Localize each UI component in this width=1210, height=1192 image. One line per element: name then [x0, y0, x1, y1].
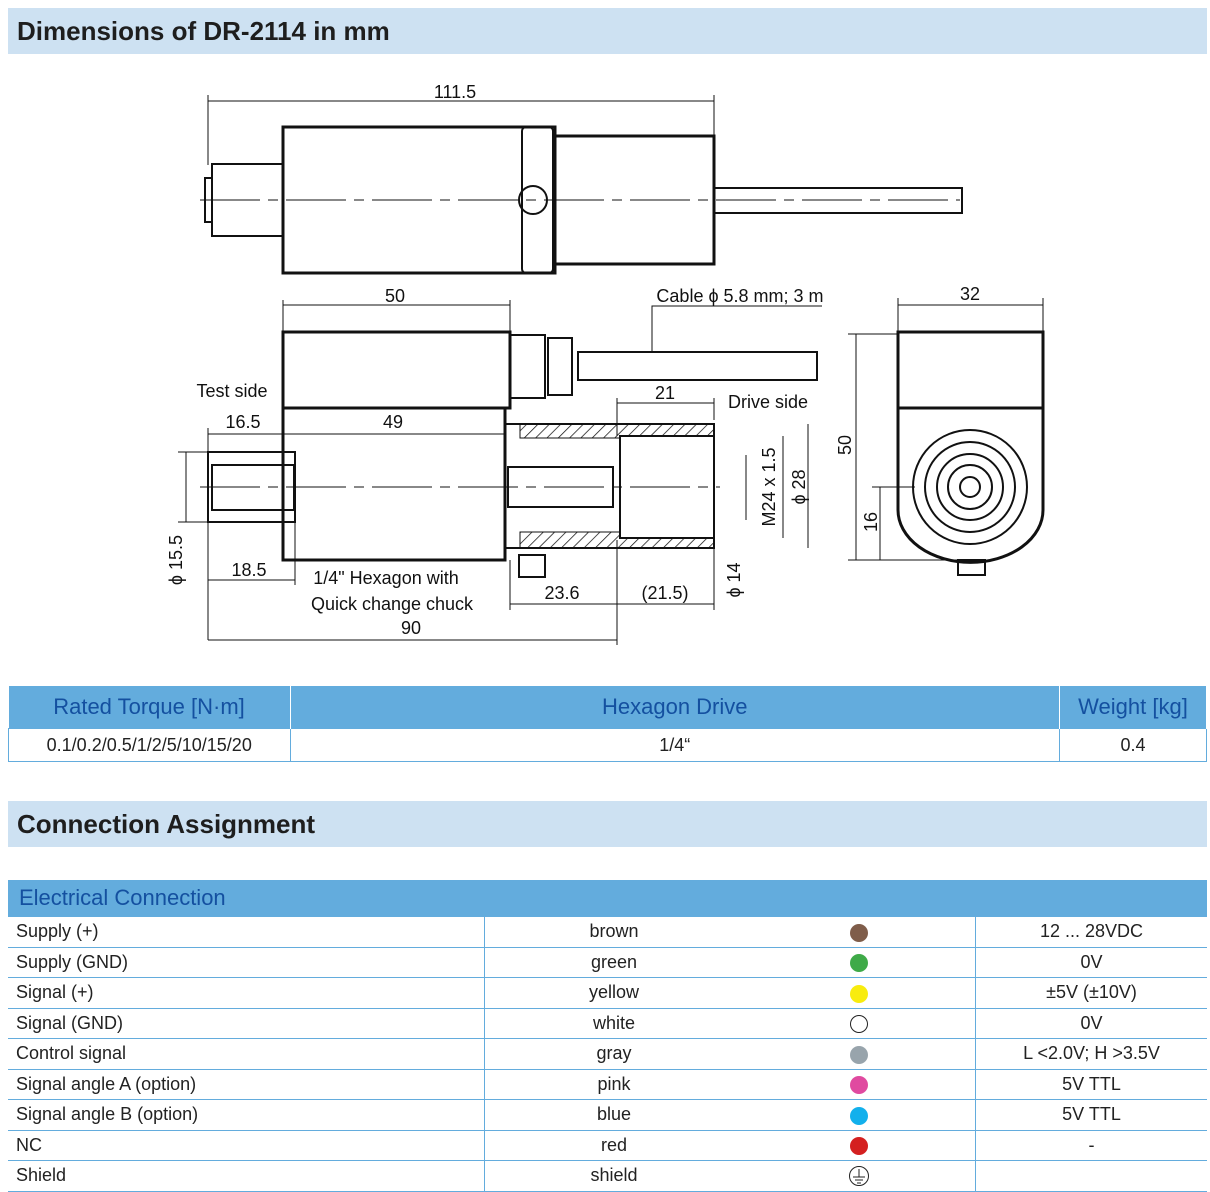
- signal-value: ±5V (±10V): [975, 977, 1207, 1009]
- rated-torque-value: 0.1/0.2/0.5/1/2/5/10/15/20: [8, 728, 291, 762]
- signal-name: NC: [8, 1129, 485, 1161]
- svg-text:49: 49: [383, 412, 403, 432]
- svg-text:23.6: 23.6: [544, 583, 579, 603]
- signal-value: 12 ... 28VDC: [975, 916, 1207, 948]
- table-row: Signal angle B (option) blue 5V TTL: [8, 1099, 1207, 1131]
- signal-name: Signal (+): [8, 977, 485, 1009]
- table-row: NC red -: [8, 1129, 1207, 1161]
- svg-text:16.5: 16.5: [225, 412, 260, 432]
- svg-text:Drive side: Drive side: [728, 392, 808, 412]
- color-swatch: [850, 954, 868, 972]
- svg-text:18.5: 18.5: [231, 560, 266, 580]
- color-swatch: [850, 923, 868, 942]
- end-view: [896, 330, 1045, 576]
- svg-text:32: 32: [960, 284, 980, 304]
- signal-value: 0V: [975, 946, 1207, 978]
- connection-title: Connection Assignment: [8, 801, 1207, 847]
- color-cell: [743, 1068, 976, 1100]
- svg-text:50: 50: [835, 435, 855, 455]
- svg-text:ϕ 15.5: ϕ 15.5: [166, 535, 186, 585]
- svg-text:ϕ 14: ϕ 14: [724, 562, 744, 597]
- table-row: Signal (GND) white 0V: [8, 1007, 1207, 1039]
- color-cell: [743, 977, 976, 1009]
- wire-color: yellow: [484, 977, 743, 1009]
- wire-color: green: [484, 946, 743, 978]
- wire-color: shield: [484, 1160, 743, 1192]
- wire-color: gray: [484, 1038, 743, 1070]
- ground-icon: [849, 1165, 869, 1186]
- svg-text:50: 50: [385, 286, 405, 306]
- dim-lines: [178, 95, 1044, 645]
- dimension-labels: 111.5 50 Cable ϕ 5.8 mm; 3 m 32 Test sid…: [166, 82, 980, 638]
- wire-color: brown: [484, 916, 743, 948]
- signal-name: Shield: [8, 1160, 485, 1192]
- dimensions-title: Dimensions of DR-2114 in mm: [8, 8, 1207, 54]
- table-row: Shield shield: [8, 1160, 1207, 1192]
- color-cell: [743, 946, 976, 978]
- color-swatch: [850, 1045, 868, 1064]
- wire-color: red: [484, 1129, 743, 1161]
- color-cell: [743, 1160, 976, 1192]
- svg-text:21: 21: [655, 383, 675, 403]
- header-rated-torque: Rated Torque [N·m]: [8, 686, 291, 729]
- color-swatch: [850, 1106, 868, 1125]
- table-row: Supply (+) brown 12 ... 28VDC: [8, 916, 1207, 948]
- electrical-header: Electrical Connection: [8, 880, 1207, 917]
- table-row: Signal angle A (option) pink 5V TTL: [8, 1068, 1207, 1100]
- svg-text:(21.5): (21.5): [641, 583, 688, 603]
- signal-name: Control signal: [8, 1038, 485, 1070]
- hexagon-drive-value: 1/4“: [289, 728, 1060, 762]
- svg-text:90: 90: [401, 618, 421, 638]
- color-cell: [743, 1038, 976, 1070]
- signal-name: Supply (GND): [8, 946, 485, 978]
- signal-name: Signal angle B (option): [8, 1099, 485, 1131]
- signal-value: [975, 1160, 1207, 1192]
- signal-name: Supply (+): [8, 916, 485, 948]
- color-cell: [743, 1099, 976, 1131]
- dimension-drawing: 111.5 50 Cable ϕ 5.8 mm; 3 m 32 Test sid…: [166, 82, 1045, 645]
- svg-text:Cable ϕ 5.8 mm; 3 m: Cable ϕ 5.8 mm; 3 m: [656, 286, 823, 306]
- signal-name: Signal (GND): [8, 1007, 485, 1039]
- signal-name: Signal angle A (option): [8, 1068, 485, 1100]
- header-weight: Weight [kg]: [1059, 686, 1207, 729]
- table-row: Signal (+) yellow ±5V (±10V): [8, 977, 1207, 1009]
- side-view: [200, 330, 818, 578]
- spec-table: Rated Torque [N·m] Hexagon Drive Weight …: [8, 686, 1207, 762]
- svg-text:Test side: Test side: [196, 381, 267, 401]
- color-swatch: [850, 984, 868, 1003]
- svg-text:Quick change chuck: Quick change chuck: [311, 594, 474, 614]
- wire-color: white: [484, 1007, 743, 1039]
- wire-color: blue: [484, 1099, 743, 1131]
- signal-value: L <2.0V; H >3.5V: [975, 1038, 1207, 1070]
- table-row: Supply (GND) green 0V: [8, 946, 1207, 978]
- signal-value: -: [975, 1129, 1207, 1161]
- wire-color: pink: [484, 1068, 743, 1100]
- svg-text:16: 16: [861, 512, 881, 532]
- color-swatch: [850, 1137, 868, 1155]
- header-hexagon-drive: Hexagon Drive: [290, 686, 1060, 729]
- color-cell: [743, 1129, 976, 1161]
- svg-text:ϕ 28: ϕ 28: [789, 469, 809, 504]
- weight-value: 0.4: [1059, 728, 1207, 762]
- svg-text:M24 x 1.5: M24 x 1.5: [759, 447, 779, 526]
- color-swatch: [850, 1076, 868, 1094]
- table-row: Control signal gray L <2.0V; H >3.5V: [8, 1038, 1207, 1070]
- electrical-table: Electrical Connection Supply (+) brown 1…: [8, 880, 1207, 1192]
- color-swatch: [850, 1015, 868, 1033]
- color-cell: [743, 916, 976, 948]
- signal-value: 5V TTL: [975, 1068, 1207, 1100]
- svg-text:1/4" Hexagon with: 1/4" Hexagon with: [313, 568, 458, 588]
- svg-text:111.5: 111.5: [434, 82, 476, 102]
- signal-value: 0V: [975, 1007, 1207, 1039]
- top-view: [200, 125, 963, 275]
- color-cell: [743, 1007, 976, 1039]
- signal-value: 5V TTL: [975, 1099, 1207, 1131]
